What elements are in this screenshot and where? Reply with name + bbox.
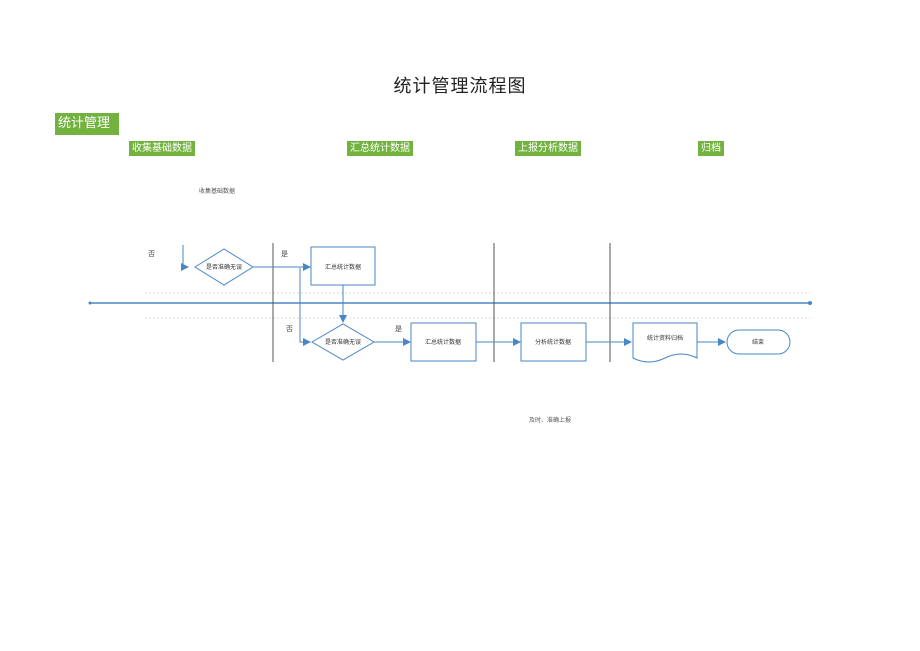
stage-tag-report: 上报分析数据 [515, 141, 581, 156]
stage-tag-collect: 收集基础数据 [129, 141, 195, 156]
stage-tag-summary: 汇总统计数据 [347, 141, 413, 156]
report-note: 及时、准确上报 [529, 417, 572, 424]
terminator-end-label: 结束 [752, 338, 764, 346]
loop-arrow-1 [181, 245, 189, 271]
page-title: 统计管理流程图 [393, 76, 527, 97]
stage-tag-archive: 归档 [698, 141, 724, 156]
branch-no-2: 否 [286, 325, 293, 333]
document-archive-label: 统计资料归档 [647, 334, 683, 342]
decision-2-label: 是否准确无误 [325, 338, 361, 346]
process-summary-2-label: 汇总统计数据 [425, 338, 461, 346]
loop-arrow-2 [299, 268, 311, 346]
document-archive [632, 322, 698, 363]
section-tag: 统计管理 [55, 113, 119, 135]
lane-divider-end [808, 301, 812, 305]
branch-no-1: 否 [148, 250, 155, 258]
terminator-end [726, 329, 791, 355]
branch-yes-1: 是 [281, 250, 288, 258]
process-analyze [520, 322, 587, 362]
collect-note: 收集基础数据 [199, 188, 236, 195]
process-summary-2 [410, 322, 477, 362]
process-summary-1-label: 汇总统计数据 [325, 263, 361, 271]
decision-1-label: 是否准确无误 [206, 263, 242, 271]
lane-divider-start [88, 301, 92, 305]
branch-yes-2: 是 [395, 325, 402, 333]
process-analyze-label: 分析统计数据 [535, 338, 571, 346]
